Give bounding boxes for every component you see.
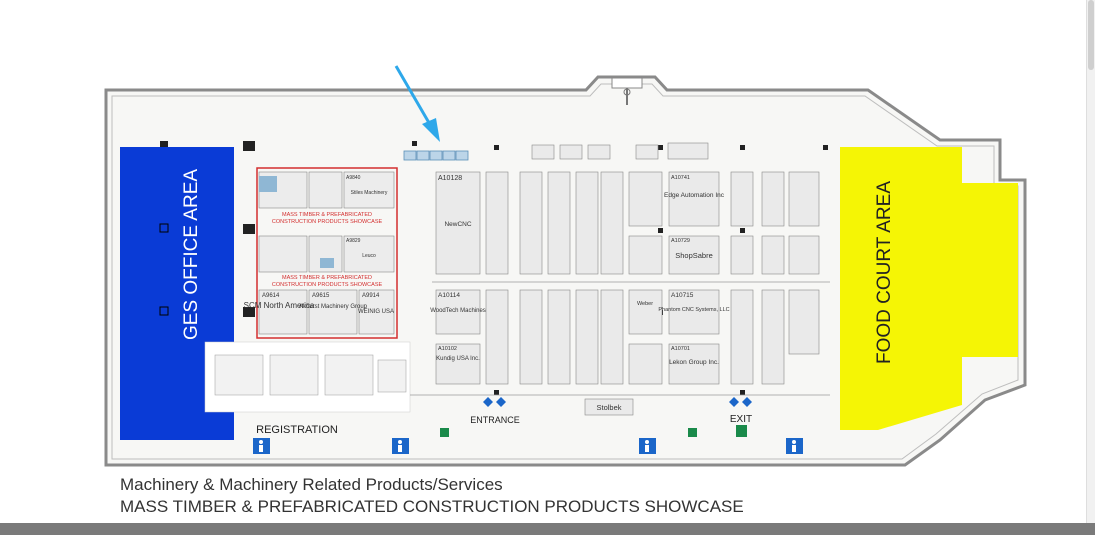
top-door [611, 77, 643, 89]
booth-name-stolbek: Stolbek [596, 403, 621, 412]
exit-sign-icon-2 [440, 428, 449, 437]
entrance-diamonds [483, 397, 752, 407]
booth-grid [435, 142, 820, 416]
booth-name-akhurst: Akhurst Machinery Group [299, 304, 368, 310]
scrollbar-thumb[interactable] [1088, 0, 1094, 70]
booth-id-a9614: A9614 [262, 293, 280, 299]
food-court-area [840, 147, 1018, 430]
booth-name-leuco: Leuco [362, 253, 376, 259]
booth-id-a10701: A10701 [671, 346, 690, 352]
booth-name-weber: Weber [637, 301, 653, 307]
highlighted-booths [403, 150, 469, 161]
vertical-scrollbar[interactable] [1086, 0, 1095, 523]
booth-name-weinig: WEINIG USA [358, 309, 394, 315]
showcase-label-mid-2: CONSTRUCTION PRODUCTS SHOWCASE [272, 282, 383, 288]
booth-name-scm: SCM North America [244, 301, 315, 310]
booth-id-a10729: A10729 [671, 238, 690, 244]
entrance-label: ENTRANCE [470, 415, 520, 425]
legend: Machinery & Machinery Related Products/S… [120, 474, 744, 518]
booth-name-stiles: Stiles Machinery [351, 190, 388, 196]
booth-id-a9829: A9829 [346, 238, 361, 244]
food-court-label: FOOD COURT AREA [874, 181, 895, 364]
registration-label: REGISTRATION [256, 424, 338, 436]
booth-name-woodtech: WoodTech Machines [430, 308, 486, 314]
exit-sign-icon [736, 425, 747, 437]
legend-line-showcase: MASS TIMBER & PREFABRICATED CONSTRUCTION… [120, 497, 744, 516]
horizontal-scrollbar[interactable] [0, 523, 1095, 535]
registration-counters [214, 354, 407, 396]
ges-office-label: GES OFFICE AREA [181, 169, 202, 340]
booth-id-a10102: A10102 [438, 346, 457, 352]
showcase-label-top-2: CONSTRUCTION PRODUCTS SHOWCASE [272, 219, 383, 225]
mass-timber-showcase [256, 167, 398, 339]
floor-plan-map: GES OFFICE AREA MASS TIMBER & PREFABRICA… [104, 65, 1027, 467]
showcase-label-top-1: MASS TIMBER & PREFABRICATED [282, 212, 372, 218]
showcase-booths [258, 171, 395, 335]
booth-name-shopsabre: ShopSabre [675, 251, 713, 260]
exit-sign-icon-3 [688, 428, 697, 437]
booth-name-newcnc: NewCNC [444, 221, 471, 228]
booth-id-a9840: A9840 [346, 175, 361, 181]
showcase-label-mid-1: MASS TIMBER & PREFABRICATED [282, 275, 372, 281]
booth-name-lekon: Lekon Group Inc. [669, 359, 719, 366]
exit-label: EXIT [730, 414, 752, 425]
booth-id-a10128: A10128 [438, 175, 462, 182]
booth-id-a10715: A10715 [671, 292, 694, 299]
booth-id-a9914: A9914 [362, 293, 380, 299]
booth-name-phantom: Phantom CNC Systems, LLC [658, 307, 729, 313]
booth-id-a9615: A9615 [312, 293, 330, 299]
booth-id-a10741: A10741 [671, 175, 690, 181]
booth-name-edge-automation: Edge Automation Inc [664, 192, 725, 199]
booth-name-kundig: Kundig USA Inc. [436, 356, 480, 362]
booth-id-a10114: A10114 [438, 292, 460, 299]
legend-line-machinery: Machinery & Machinery Related Products/S… [120, 475, 503, 494]
pointer-arrow [394, 65, 440, 142]
